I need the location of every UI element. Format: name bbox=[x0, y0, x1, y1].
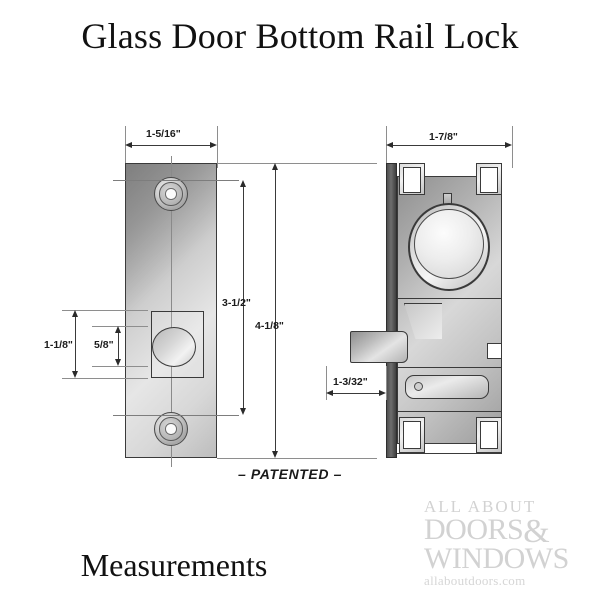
lock-cylinder-bore bbox=[414, 209, 484, 279]
housing-detail-square bbox=[487, 343, 502, 359]
screw-bore bbox=[165, 188, 177, 200]
housing-bottom-line bbox=[397, 453, 502, 454]
arrow-down-cutout-height bbox=[71, 371, 78, 378]
dim-body-depth: 1-7/8" bbox=[429, 131, 458, 143]
faceplate-body bbox=[125, 156, 217, 467]
dim-line-plate-width bbox=[128, 145, 214, 146]
dim-hole-spacing: 3-1/2" bbox=[222, 297, 251, 309]
arrow-up-plate-height bbox=[271, 163, 278, 170]
arrow-right-bolt-projection bbox=[379, 389, 386, 396]
dim-plate-height: 4-1/8" bbox=[255, 320, 284, 332]
dim-line-plate-height bbox=[275, 166, 276, 455]
arrow-up-bolt-height bbox=[114, 326, 121, 333]
dim-plate-width: 1-5/16" bbox=[146, 128, 181, 140]
centerline-top-hole bbox=[113, 180, 239, 181]
top-screw-hole bbox=[154, 177, 188, 211]
upper-left-tab-slot bbox=[403, 167, 421, 193]
bottom-screw-hole bbox=[154, 412, 188, 446]
watermark-doors-text: DOORS bbox=[424, 513, 524, 546]
ext-line-bolt-bottom bbox=[92, 366, 148, 367]
arrow-right-body-depth bbox=[505, 141, 512, 148]
watermark-logo: ALL ABOUT DOORS& WINDOWS allaboutdoors.c… bbox=[424, 498, 596, 589]
dim-line-bolt-height bbox=[118, 329, 119, 363]
ext-line-cutout-top bbox=[62, 310, 148, 311]
measurements-caption: Measurements bbox=[80, 547, 268, 583]
arrow-down-bolt-height bbox=[114, 359, 121, 366]
arrow-up-hole-spacing bbox=[239, 180, 246, 187]
patented-label: – PATENTED – bbox=[238, 466, 342, 482]
latch-bolt-projection bbox=[350, 331, 408, 363]
centerline-bottom-hole bbox=[113, 415, 239, 416]
lower-left-tab-slot bbox=[403, 421, 421, 449]
dim-line-cutout-height bbox=[75, 313, 76, 375]
arrow-left-plate-width bbox=[125, 141, 132, 148]
watermark-line-all-about: ALL ABOUT bbox=[424, 497, 537, 516]
upper-right-tab-slot bbox=[480, 167, 498, 193]
ext-line-plate-top bbox=[217, 163, 377, 164]
housing-deck-line bbox=[397, 298, 502, 299]
ext-line-plate-right bbox=[217, 126, 218, 168]
arrow-down-plate-height bbox=[271, 451, 278, 458]
ext-line-plate-bottom bbox=[217, 458, 377, 459]
arrow-right-plate-width bbox=[210, 141, 217, 148]
lock-body-geometry bbox=[350, 163, 512, 458]
dim-bolt-height: 5/8" bbox=[94, 339, 114, 351]
dim-line-hole-spacing bbox=[243, 183, 244, 412]
arrow-left-body-depth bbox=[386, 141, 393, 148]
arrow-left-bolt-projection bbox=[326, 389, 333, 396]
lever-pivot-pin bbox=[414, 382, 423, 391]
ext-line-bolt-tip bbox=[326, 366, 327, 400]
latch-bolt-front bbox=[152, 327, 196, 367]
watermark-url: allaboutdoors.com bbox=[424, 573, 526, 588]
dim-cutout-height: 1-1/8" bbox=[44, 339, 73, 351]
lower-right-tab-slot bbox=[480, 421, 498, 449]
ext-line-cutout-bottom bbox=[62, 378, 148, 379]
dim-bolt-projection: 1-3/32" bbox=[333, 376, 368, 388]
ext-line-body-right bbox=[512, 126, 513, 168]
watermark-ampersand: & bbox=[523, 513, 550, 550]
dim-line-bolt-projection bbox=[329, 393, 383, 394]
arrow-down-hole-spacing bbox=[239, 408, 246, 415]
dim-line-body-depth bbox=[389, 145, 509, 146]
housing-mid-rail-top bbox=[397, 367, 502, 368]
screw-bore bbox=[165, 423, 177, 435]
housing-mid-rail-bottom bbox=[397, 411, 502, 412]
page-title: Glass Door Bottom Rail Lock bbox=[81, 16, 519, 56]
arrow-up-cutout-height bbox=[71, 310, 78, 317]
faceplate-edge bbox=[386, 163, 397, 458]
watermark-line-doors: DOORS& bbox=[424, 513, 596, 549]
ext-line-bolt-root bbox=[386, 366, 387, 400]
watermark-line-windows: WINDOWS bbox=[424, 542, 569, 575]
